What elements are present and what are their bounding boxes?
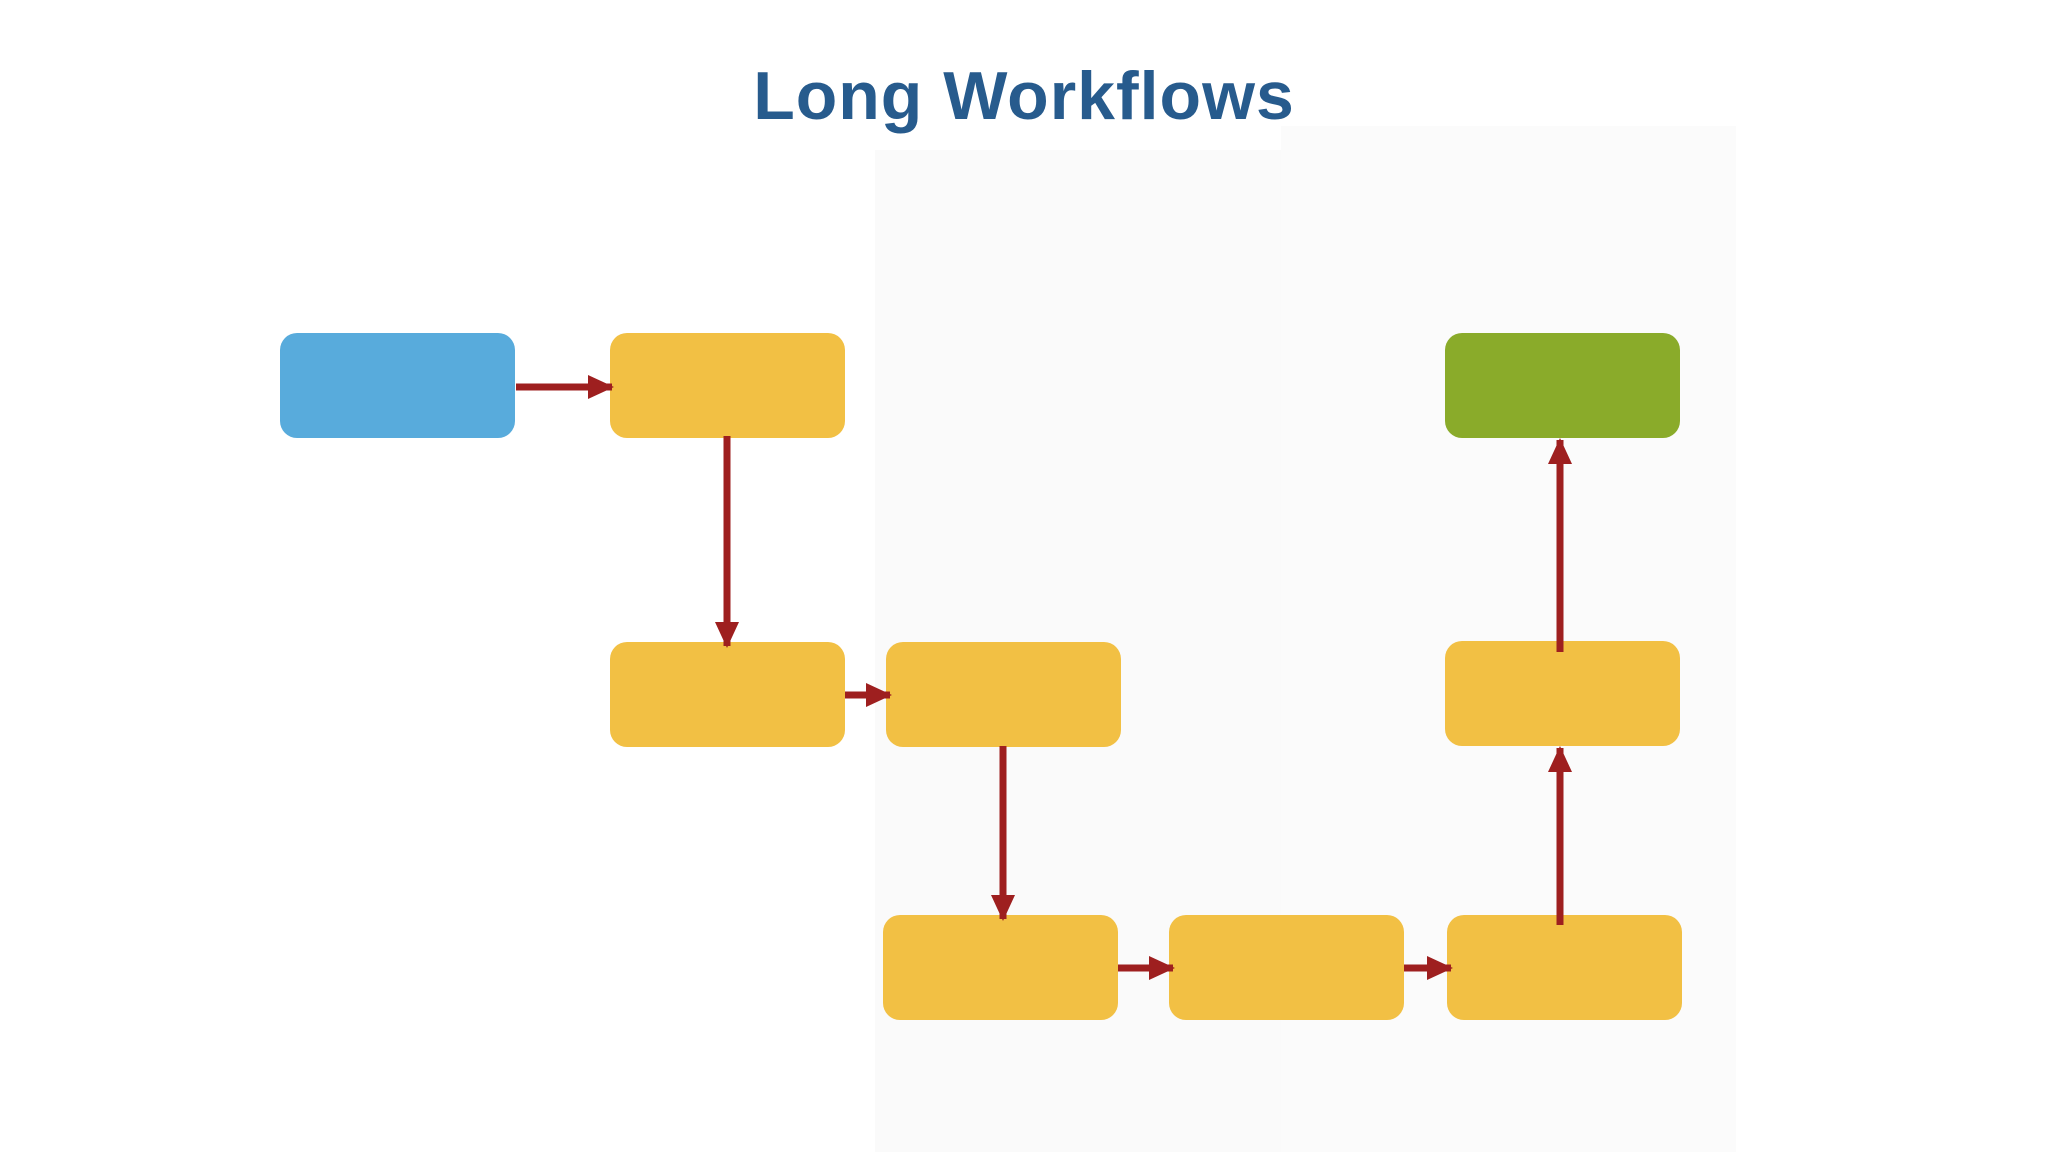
flow-node-step-6 [1447,915,1682,1020]
flow-node-end [1445,333,1680,438]
flow-node-start [280,333,515,438]
flow-node-step-2 [610,642,845,747]
flow-node-step-5 [1169,915,1404,1020]
flow-node-step-1 [610,333,845,438]
page-title: Long Workflows [753,58,1295,134]
flow-node-step-7 [1445,641,1680,746]
flow-node-step-3 [886,642,1121,747]
flow-node-step-4 [883,915,1118,1020]
